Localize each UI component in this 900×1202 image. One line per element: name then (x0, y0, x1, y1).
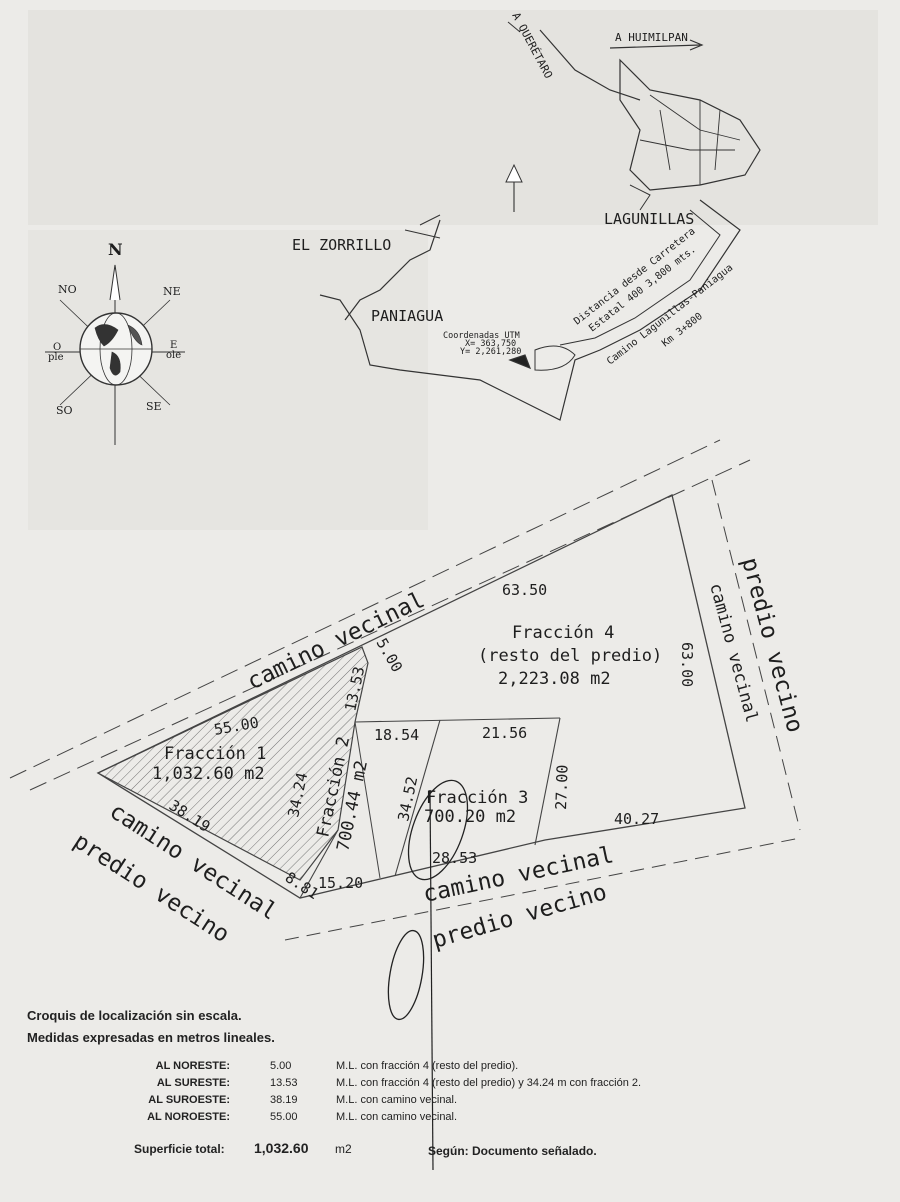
compass-o: O (53, 342, 61, 353)
road-edge-right (711, 479, 801, 831)
location-map (319, 21, 761, 421)
compass-labels: N NO NE E ole O ple SO SE (48, 240, 181, 417)
dim-63-00: 63.00 (678, 642, 696, 687)
parcel-marker (508, 354, 532, 370)
label-el-zorrillo: EL ZORRILLO (292, 236, 391, 254)
hand-circle-2 (387, 929, 425, 1021)
dim-18-54: 18.54 (374, 726, 419, 744)
copy-shade-left (28, 230, 428, 530)
dim-63-50: 63.50 (502, 581, 547, 599)
label-paniagua: PANIAGUA (371, 307, 443, 325)
road-zorrillo (344, 219, 441, 321)
dim-27-00: 27.00 (552, 764, 572, 810)
road-huimilpan (609, 44, 701, 49)
compass-o-sub: ple (48, 352, 64, 363)
label-to-huimilpan: A HUIMILPAN (615, 31, 688, 44)
label-f4-title: Fracción 4 (512, 623, 614, 643)
compass-ne: NE (163, 285, 181, 298)
hand-line (429, 789, 434, 1171)
parcel-plan (9, 439, 801, 1171)
dim-15-20: 15.20 (318, 874, 363, 892)
label-f1-area: 1,032.60 m2 (152, 764, 265, 784)
label-lagunillas: LAGUNILLAS (604, 210, 694, 228)
compass-so: SO (56, 404, 73, 417)
label-utm-x: X= 363,750 (465, 339, 516, 349)
dim-28-53: 28.53 (432, 849, 477, 867)
label-f3-title: Fracción 3 (426, 788, 528, 808)
copy-shade-top (28, 10, 878, 225)
lagunillas-town (619, 58, 761, 191)
dim-21-56: 21.56 (482, 724, 527, 742)
label-f3-area: 700.20 m2 (424, 807, 516, 827)
road-queretaro (539, 29, 641, 101)
compass-rose (45, 264, 185, 445)
road-lagunillas-paniagua (319, 199, 741, 421)
parcel-labels: camino vecinal camino vecinal predio vec… (69, 555, 808, 954)
compass-e-sub: ole (166, 350, 181, 361)
hand-circle-1 (407, 779, 469, 881)
compass-se: SE (146, 400, 162, 413)
compass-n: N (108, 240, 123, 259)
label-f4-sub: (resto del predio) (478, 646, 662, 666)
dim-5-00: 5.00 (373, 635, 407, 675)
label-utm-title: Coordenadas UTM (443, 331, 520, 341)
label-f4-area: 2,223.08 m2 (498, 669, 611, 689)
compass-e: E (170, 340, 177, 351)
road-edge-top (9, 439, 721, 779)
predio-boundary (96, 494, 746, 899)
label-utm-y: Y= 2,261,280 (460, 347, 521, 357)
label-f1-title: Fracción 1 (164, 744, 266, 764)
label-distance-2: Estatal 400 3,800 mts. (587, 244, 698, 334)
dim-40-27: 40.27 (614, 810, 659, 828)
compass-no: NO (58, 283, 77, 296)
